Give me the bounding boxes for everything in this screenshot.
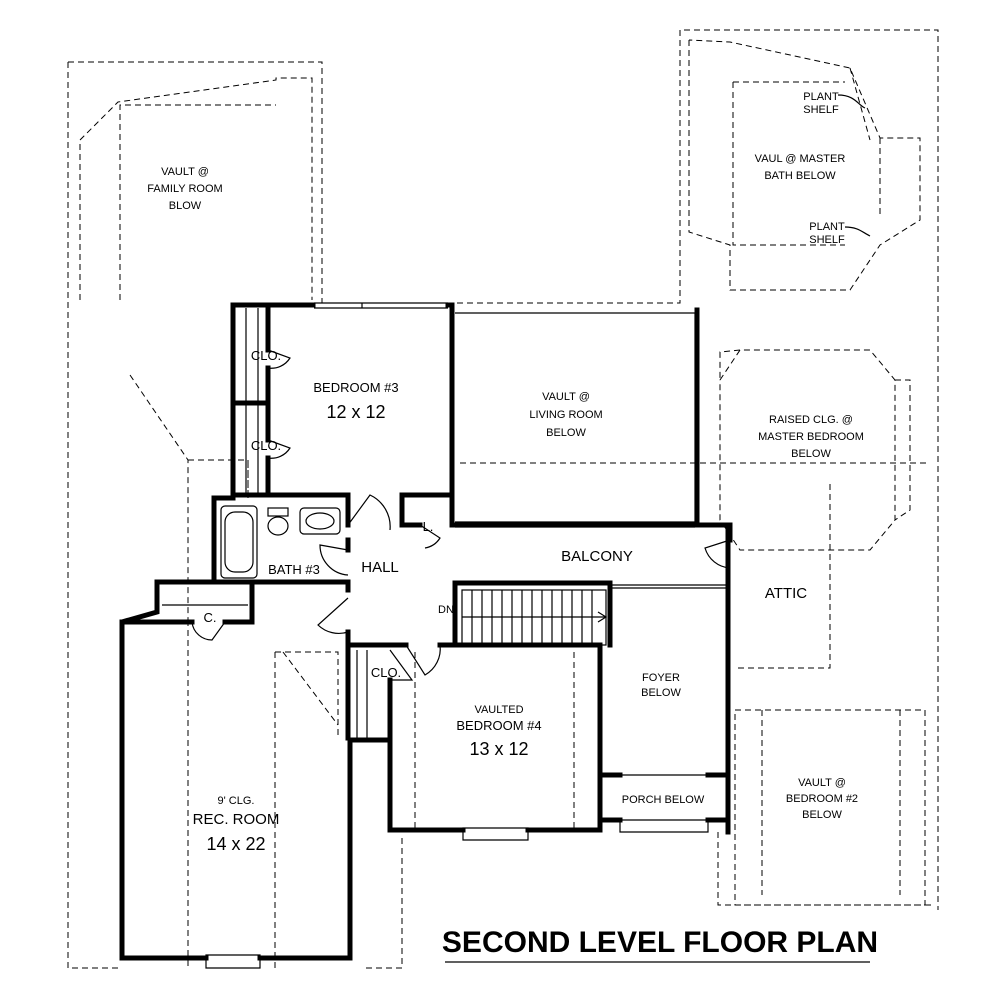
porch-below-label: PORCH BELOW <box>622 794 705 806</box>
vault-living-room-line3: BELOW <box>546 427 586 439</box>
closet-lower-label: CLO. <box>251 438 281 453</box>
stairs <box>461 589 608 646</box>
vault-master-bath-line1: VAUL @ MASTER <box>755 153 846 165</box>
door-swings <box>191 349 731 681</box>
foyer-below-line2: BELOW <box>641 687 681 699</box>
linen-closet-label: L. <box>423 519 434 534</box>
vault-family-room-line1: VAULT @ <box>161 166 209 178</box>
raised-ceiling-line1: RAISED CLG. @ <box>769 414 853 426</box>
plan-title: SECOND LEVEL FLOOR PLAN <box>442 926 878 963</box>
room-labels: VAULT @ FAMILY ROOM BLOW VAUL @ MASTER B… <box>147 91 864 854</box>
hall-label: HALL <box>361 559 399 576</box>
rec-room-note: 9' CLG. <box>218 795 255 807</box>
vault-living-room-line1: VAULT @ <box>542 391 590 403</box>
foyer-below-line1: FOYER <box>642 672 680 684</box>
bath3-label: BATH #3 <box>268 562 320 577</box>
bedroom3-name: BEDROOM #3 <box>313 380 398 395</box>
plant-shelf-top-line1: PLANT <box>803 91 839 103</box>
rec-room-size: 14 x 22 <box>206 834 265 854</box>
bedroom4-size: 13 x 12 <box>469 739 528 759</box>
vault-master-bath-line2: BATH BELOW <box>764 170 836 182</box>
walls <box>119 302 733 961</box>
raised-ceiling-line2: MASTER BEDROOM <box>758 431 864 443</box>
bedroom4-name: BEDROOM #4 <box>456 718 541 733</box>
bath-fixtures <box>220 505 341 579</box>
plant-shelf-bottom-line2: SHELF <box>809 234 845 246</box>
vault-family-room-line3: BLOW <box>169 200 202 212</box>
roof-outlines <box>67 29 939 969</box>
balcony-label: BALCONY <box>561 548 633 565</box>
plant-shelf-top-line2: SHELF <box>803 104 839 116</box>
vault-living-room-line2: LIVING ROOM <box>529 409 602 421</box>
vault-bedroom2-line2: BEDROOM #2 <box>786 793 858 805</box>
bedroom4-note: VAULTED <box>474 704 523 716</box>
stair-down-label: DN <box>438 604 454 616</box>
closet-upper-label: CLO. <box>251 348 281 363</box>
bedroom3-size: 12 x 12 <box>326 402 385 422</box>
leader-lines <box>837 94 871 237</box>
attic-label: ATTIC <box>765 585 807 602</box>
raised-ceiling-line3: BELOW <box>791 448 831 460</box>
vault-bedroom2-line3: BELOW <box>802 809 842 821</box>
closet-bedroom4-label: CLO. <box>371 665 401 680</box>
plant-shelf-bottom-line1: PLANT <box>809 221 845 233</box>
closet-c-label: C. <box>204 610 217 625</box>
vault-family-room-line2: FAMILY ROOM <box>147 183 222 195</box>
title-text: SECOND LEVEL FLOOR PLAN <box>442 926 878 959</box>
vault-bedroom2-line1: VAULT @ <box>798 777 846 789</box>
rec-room-name: REC. ROOM <box>193 811 280 828</box>
